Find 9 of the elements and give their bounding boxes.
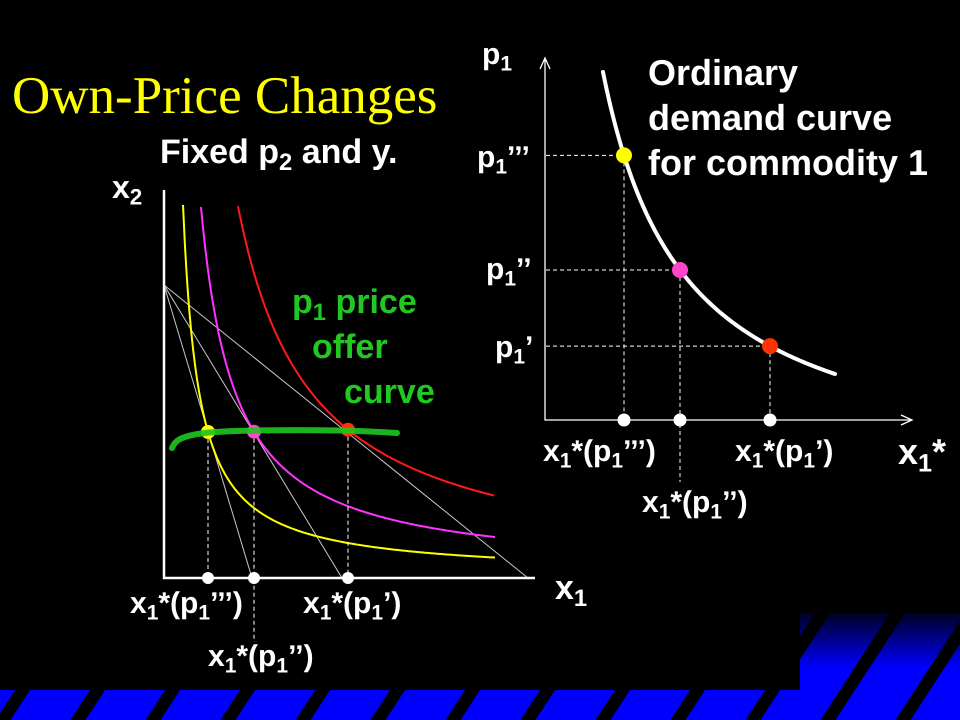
slide-title: Own-Price Changes [12,66,438,127]
axis-label: p$_{1}$ [482,38,512,72]
note-text: Fixed p$_{2}$ and y. [160,133,398,172]
axis-label: x$_{2}$ [112,169,142,206]
axis-label: x$_{1}$ [555,569,588,608]
tick-label: x$_{1}$*(p$_{1}$’’) [208,640,314,674]
tick-label: x$_{1}$*(p$_{1}$’’) [642,486,748,520]
axis-label: x$_{1}$* [898,431,946,472]
tick-label: p$_{1}$’’’ [477,141,530,176]
